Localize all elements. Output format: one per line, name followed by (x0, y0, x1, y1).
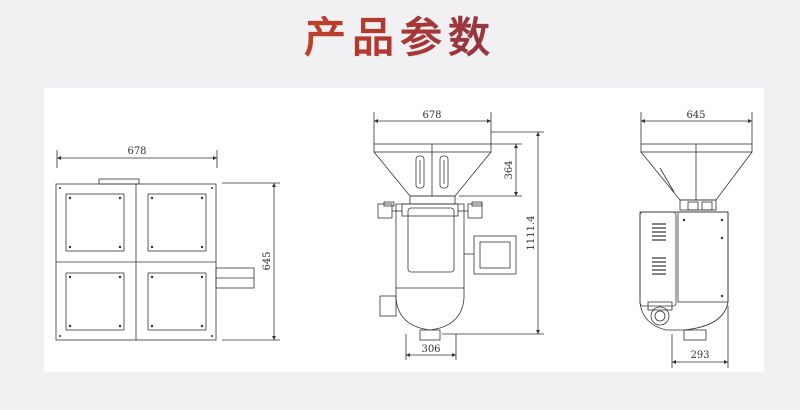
side-width-label: 645 (686, 110, 705, 121)
side-view: 645 (639, 110, 753, 368)
side-base-width-label: 293 (690, 350, 709, 361)
drawing-panel: 678 645 (44, 88, 764, 372)
top-view: 678 645 (55, 146, 280, 341)
technical-drawings: 678 645 (55, 110, 753, 368)
front-hopper-height-label: 364 (504, 160, 515, 179)
top-depth-label: 645 (262, 251, 273, 270)
page-title: 产品参数 (0, 8, 800, 68)
top-width-label: 678 (127, 146, 146, 157)
front-total-height-label: 1111.4 (526, 216, 537, 251)
front-base-width-label: 306 (421, 344, 440, 355)
front-view: 678 364 (373, 110, 544, 360)
front-width-label: 678 (422, 110, 441, 121)
